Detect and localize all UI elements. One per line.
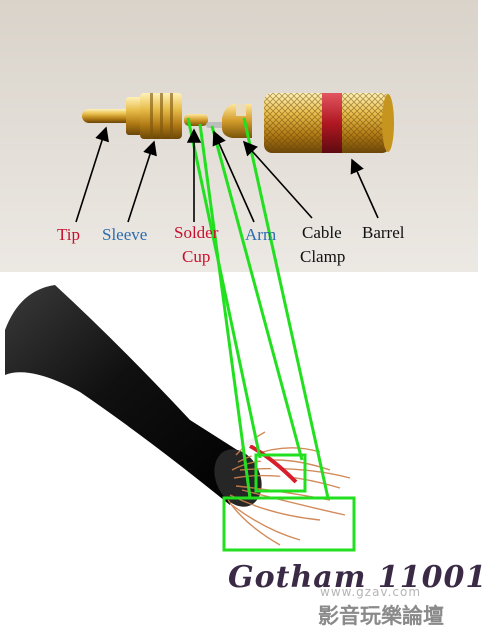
callout-line-arm — [210, 125, 304, 461]
callout-line-solder-cup — [186, 117, 262, 459]
callout-line-clamp-left — [198, 123, 252, 499]
cable-jacket — [5, 285, 245, 505]
watermark-site: www.gzav.com — [320, 585, 422, 599]
callout-line-clamp-right — [242, 117, 330, 499]
rca-plug-body — [82, 93, 182, 139]
watermark-chinese: 影音玩樂論壇 — [318, 604, 444, 628]
arrow-cable-clamp — [242, 140, 313, 219]
tip-pin — [82, 109, 134, 123]
label-solder: Solder — [174, 223, 219, 242]
green-callouts — [186, 117, 356, 552]
arrow-tip — [75, 126, 109, 223]
arrow-sleeve — [127, 140, 157, 223]
label-cable: Cable — [302, 223, 342, 242]
arrow-arm — [212, 130, 255, 223]
watermark-signature: Gotham 11001 — [228, 560, 487, 595]
callout-box-conductors — [254, 453, 307, 493]
barrel-red-band — [322, 93, 342, 153]
barrel — [264, 93, 394, 153]
arrow-barrel — [350, 158, 379, 219]
label-tip: Tip — [57, 225, 81, 244]
label-clamp: Clamp — [300, 247, 346, 266]
sleeve-collar — [126, 97, 142, 135]
label-arm: Arm — [245, 225, 277, 244]
label-sleeve: Sleeve — [102, 225, 148, 244]
rca-plug-diagram — [0, 0, 478, 552]
pointer-arrows — [75, 126, 379, 223]
label-barrel: Barrel — [362, 223, 405, 242]
callout-box-shield — [222, 496, 356, 552]
label-cup: Cup — [182, 247, 211, 266]
